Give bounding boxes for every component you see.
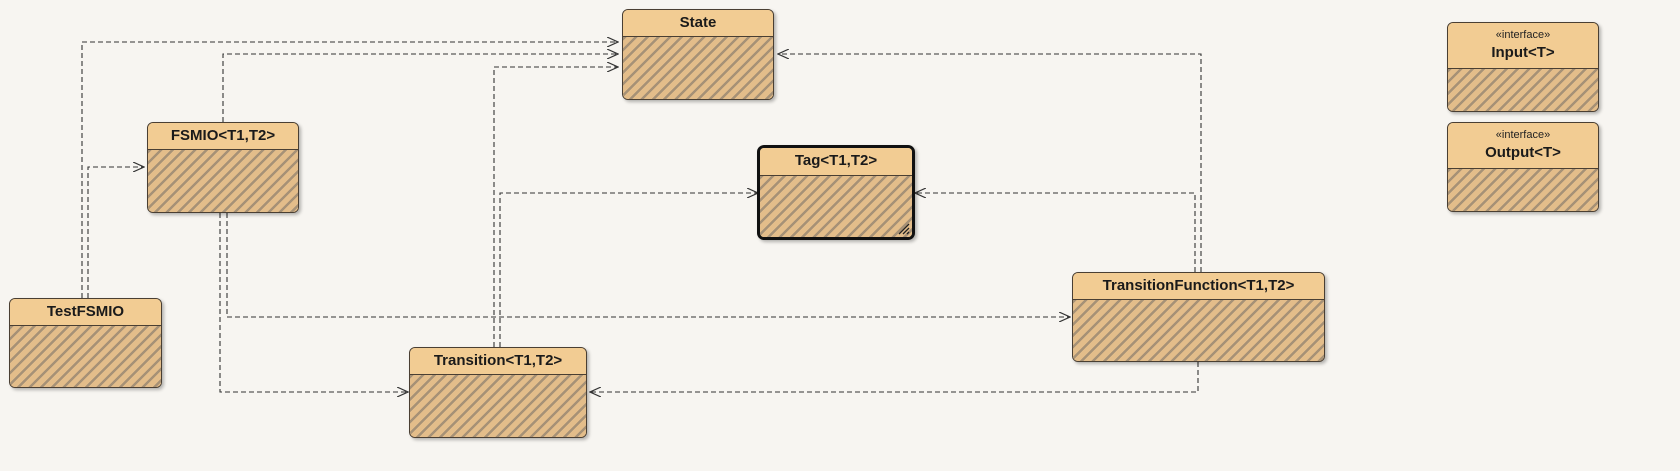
stereotype-label: «interface» <box>1495 29 1551 42</box>
class-fsmio-header: FSMIO<T1,T2> <box>148 123 298 150</box>
edge-fsmio-to-state[interactable] <box>222 54 618 122</box>
edge-transition-to-tag[interactable] <box>499 193 758 347</box>
class-testfsmio-header: TestFSMIO <box>10 299 161 326</box>
class-body <box>410 375 586 437</box>
class-tag[interactable]: Tag<T1,T2> <box>757 145 915 240</box>
class-transitionfunction[interactable]: TransitionFunction<T1,T2> <box>1072 272 1325 362</box>
class-testfsmio[interactable]: TestFSMIO <box>9 298 162 388</box>
class-name: Tag<T1,T2> <box>794 152 878 170</box>
class-fsmio[interactable]: FSMIO<T1,T2> <box>147 122 299 213</box>
class-transition[interactable]: Transition<T1,T2> <box>409 347 587 438</box>
class-body <box>760 176 912 237</box>
interface-output[interactable]: «interface» Output<T> <box>1447 122 1599 212</box>
class-tag-header: Tag<T1,T2> <box>760 148 912 176</box>
edge-fsmio-to-transition[interactable] <box>219 213 408 392</box>
edge-transitionfunction-to-state[interactable] <box>778 54 1202 272</box>
class-name: Output<T> <box>1485 144 1561 162</box>
class-transitionfunction-header: TransitionFunction<T1,T2> <box>1073 273 1324 300</box>
interface-input[interactable]: «interface» Input<T> <box>1447 22 1599 112</box>
edge-testfsmio-to-state[interactable] <box>81 42 618 298</box>
class-body <box>623 37 773 99</box>
interface-input-header: «interface» Input<T> <box>1448 23 1598 69</box>
class-body <box>1448 69 1598 111</box>
class-transition-header: Transition<T1,T2> <box>410 348 586 375</box>
stereotype-label: «interface» <box>1495 129 1551 142</box>
class-body <box>148 150 298 212</box>
edge-transitionfunction-to-transition[interactable] <box>590 362 1199 392</box>
edge-testfsmio-to-fsmio[interactable] <box>87 167 144 298</box>
class-name: TransitionFunction<T1,T2> <box>1102 276 1295 294</box>
class-body <box>1448 169 1598 211</box>
class-name: TestFSMIO <box>46 302 125 320</box>
class-body <box>10 326 161 387</box>
edge-transition-to-state[interactable] <box>493 67 618 347</box>
class-name: Input<T> <box>1491 44 1555 62</box>
class-state[interactable]: State <box>622 9 774 100</box>
class-name: Transition<T1,T2> <box>433 351 563 369</box>
interface-output-header: «interface» Output<T> <box>1448 123 1598 169</box>
class-body <box>1073 300 1324 361</box>
edge-fsmio-to-transitionfunction[interactable] <box>226 213 1070 317</box>
class-name: FSMIO<T1,T2> <box>170 126 276 144</box>
class-state-header: State <box>623 10 773 37</box>
class-name: State <box>679 13 717 31</box>
resize-grip-icon[interactable] <box>896 221 910 235</box>
edge-transitionfunction-to-tag[interactable] <box>915 193 1196 272</box>
